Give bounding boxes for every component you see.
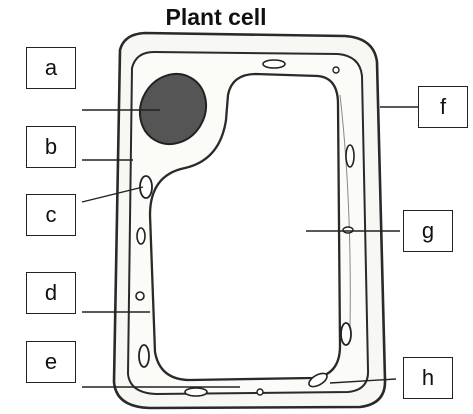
label-c: c (26, 194, 76, 236)
chloroplast (139, 345, 149, 367)
chloroplast (333, 67, 339, 73)
chloroplast (137, 228, 145, 244)
label-b: b (26, 126, 76, 168)
chloroplast (341, 323, 351, 345)
chloroplast (263, 60, 285, 68)
label-e: e (26, 341, 76, 383)
chloroplast (257, 389, 263, 395)
label-h: h (403, 357, 453, 399)
chloroplast (185, 388, 207, 396)
label-d: d (26, 272, 76, 314)
chloroplast (346, 145, 354, 167)
label-a: a (26, 47, 76, 89)
chloroplast (136, 292, 144, 300)
label-f: f (418, 86, 468, 128)
chloroplast (343, 227, 353, 233)
label-g: g (403, 210, 453, 252)
